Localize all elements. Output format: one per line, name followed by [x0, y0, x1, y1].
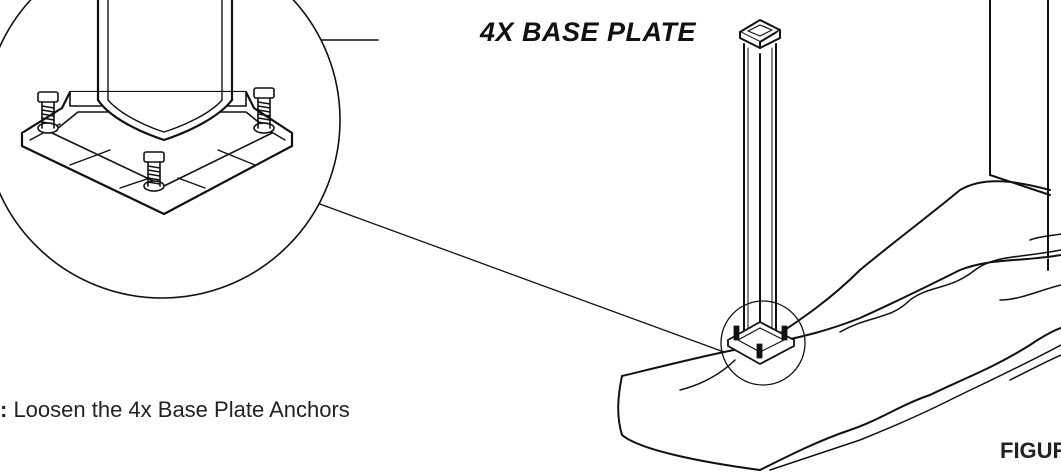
anchor-bolt-left	[37, 91, 59, 134]
step-body: Loosen the 4x Base Plate Anchors	[7, 397, 350, 422]
detail-marker-circle	[720, 300, 806, 386]
wall	[989, 0, 1051, 271]
anchor-bolt-front	[143, 151, 165, 192]
base-plate-small	[727, 321, 795, 365]
figure-label: FIGUR	[1000, 438, 1061, 463]
detail-leader-line	[297, 195, 725, 353]
callout-label: 4X BASE PLATE	[480, 17, 697, 47]
anchor-bolt-right	[253, 87, 275, 134]
post	[739, 19, 781, 346]
step-prefix: :	[0, 397, 8, 422]
detail-view	[0, 0, 341, 299]
concrete-slab	[617, 180, 1061, 471]
step-instruction: : Loosen the 4x Base Plate Anchors	[0, 397, 350, 423]
